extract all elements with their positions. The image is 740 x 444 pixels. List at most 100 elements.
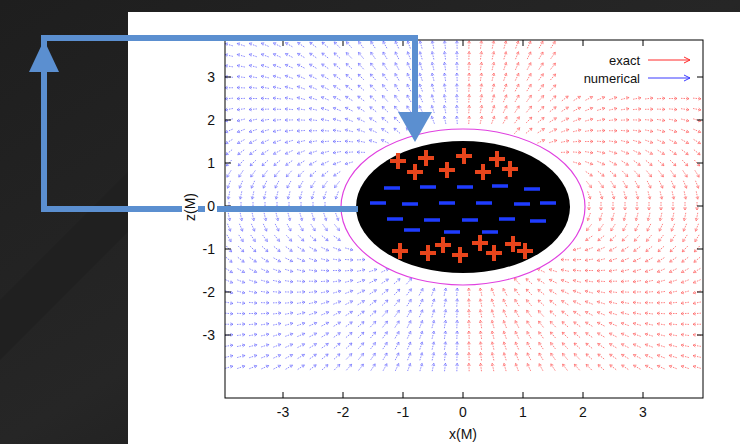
field-arrow-head (610, 344, 613, 347)
field-arrow (609, 258, 617, 261)
field-arrow (273, 87, 281, 89)
field-arrow (526, 128, 532, 133)
field-arrow (407, 95, 411, 102)
field-arrow (273, 355, 280, 358)
field-arrow-head (597, 301, 600, 304)
field-arrow (299, 181, 303, 188)
field-arrow-head (549, 279, 552, 282)
field-arrow (658, 246, 664, 251)
field-arrow-head (610, 365, 613, 368)
field-arrow-head (479, 310, 482, 313)
field-arrow (382, 300, 388, 306)
field-arrow (588, 213, 591, 221)
field-arrow (444, 363, 446, 371)
field-arrow (444, 116, 446, 124)
field-arrow-head (358, 74, 361, 77)
field-arrow (503, 289, 507, 296)
field-arrow (249, 140, 256, 144)
field-arrow (371, 52, 376, 59)
field-arrow-head (514, 278, 517, 281)
field-arrow (309, 75, 316, 79)
field-arrow (261, 302, 269, 303)
field-arrow-head (553, 96, 556, 99)
field-arrow (321, 291, 329, 293)
field-arrow-head (228, 228, 231, 231)
field-arrow (550, 290, 557, 294)
field-arrow (249, 280, 257, 283)
field-arrow-head (541, 85, 544, 88)
field-arrow (515, 84, 519, 91)
field-arrow-head (650, 130, 653, 133)
field-arrow (669, 323, 677, 325)
field-arrow (228, 191, 230, 199)
field-arrow (468, 62, 469, 70)
field-arrow-head (261, 108, 264, 111)
field-arrow (286, 235, 291, 241)
field-arrow (237, 54, 245, 56)
field-arrow (309, 291, 317, 293)
field-arrow-head (621, 333, 624, 336)
field-arrow-head (613, 185, 616, 188)
field-arrow-head (432, 363, 435, 366)
field-arrow (549, 140, 557, 143)
field-arrow (468, 363, 469, 371)
field-arrow-head (670, 249, 673, 252)
field-arrow (573, 119, 580, 122)
field-arrow-head (614, 129, 617, 132)
field-arrow-head (455, 84, 458, 87)
field-arrow-head (290, 344, 293, 347)
field-arrow-head (309, 107, 312, 110)
field-arrow-head (289, 238, 292, 241)
field-arrow-head (262, 152, 265, 155)
field-arrow-head (261, 141, 264, 144)
field-arrow (456, 62, 457, 70)
field-arrow-head (395, 84, 398, 87)
field-arrow (597, 108, 605, 110)
field-arrow (660, 213, 662, 221)
field-arrow-head (638, 140, 641, 143)
plus-sign (486, 245, 502, 261)
field-arrow-head (397, 321, 400, 324)
field-arrow-head (538, 300, 541, 303)
field-arrow (658, 258, 665, 262)
field-arrow-head (321, 107, 324, 110)
field-arrow-head (278, 280, 281, 283)
field-arrow (527, 332, 531, 339)
field-arrow-head (578, 140, 581, 143)
field-arrow-head (237, 119, 240, 122)
field-arrow (407, 289, 412, 295)
field-arrow (609, 281, 617, 282)
field-arrow (492, 288, 495, 295)
field-arrow (249, 313, 257, 314)
field-arrow (669, 98, 677, 99)
field-arrow-head (597, 280, 600, 283)
field-arrow-head (673, 152, 676, 155)
field-arrow (225, 108, 233, 110)
field-arrow-head (385, 342, 388, 345)
field-arrow-head (670, 259, 673, 262)
field-arrow (358, 74, 364, 80)
field-arrow (646, 171, 651, 177)
field-arrow (573, 259, 581, 261)
field-arrow (407, 342, 410, 349)
field-arrow-head (681, 323, 684, 326)
field-arrow (407, 63, 410, 70)
field-arrow (503, 117, 507, 124)
field-arrow-head (541, 106, 544, 109)
field-arrow (648, 213, 650, 221)
field-arrow-head (420, 321, 423, 324)
field-arrow (573, 280, 581, 282)
field-arrow-head (647, 228, 650, 231)
field-arrow-head (382, 117, 385, 120)
field-arrow (346, 53, 352, 59)
field-arrow (432, 105, 435, 113)
plus-sign (502, 161, 518, 177)
field-arrow (504, 73, 507, 81)
field-arrow (249, 366, 256, 369)
field-arrow-head (551, 353, 554, 356)
field-arrow-head (395, 74, 398, 77)
field-arrow-head (383, 52, 386, 55)
field-arrow (322, 343, 329, 348)
field-arrow (358, 332, 364, 338)
field-arrow (322, 236, 328, 241)
